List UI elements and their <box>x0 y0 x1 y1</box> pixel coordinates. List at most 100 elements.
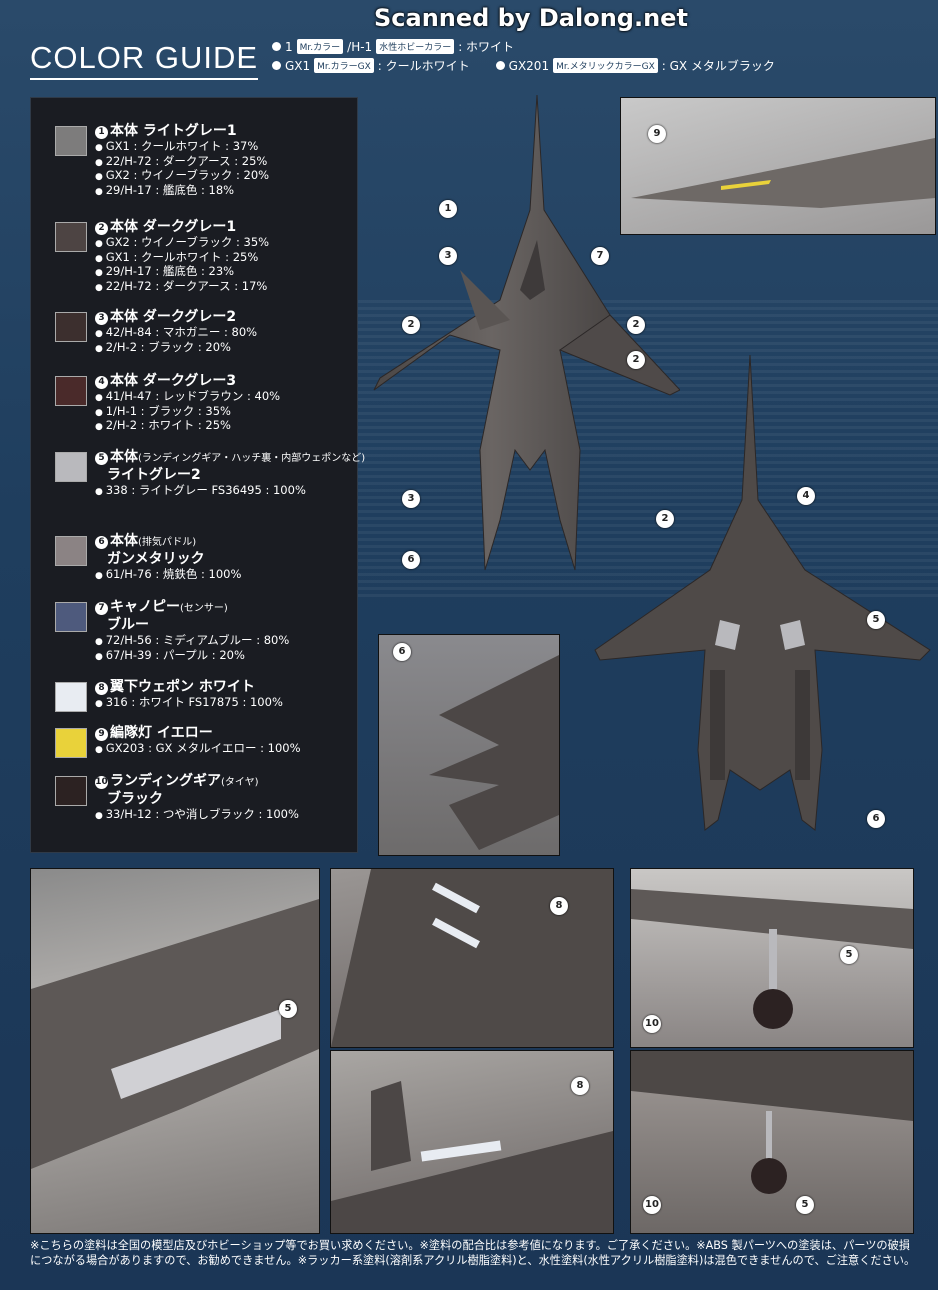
callout-1: 1 <box>439 200 457 218</box>
color-subnote: (排気パドル) <box>138 537 197 548</box>
color-swatch <box>55 222 87 252</box>
color-recipe-line: ● 22/H-72 : ダークアース : 25% <box>95 153 267 169</box>
bullet-icon: ● <box>95 143 106 153</box>
legend-code: GX201 <box>508 58 550 73</box>
callout-9: 9 <box>648 125 666 143</box>
color-number: 10 <box>95 776 108 789</box>
callout-4: 4 <box>797 487 815 505</box>
callout-2: 2 <box>627 316 645 334</box>
legend-tag: Mr.カラーGX <box>314 58 374 73</box>
color-recipe-line: ● GX2 : ウイノーブラック : 35% <box>95 234 269 250</box>
color-recipe-line: ● GX203 : GX メタルイエロー : 100% <box>95 740 301 756</box>
legend-text: : ホワイト <box>458 40 515 54</box>
photo-bay-open <box>30 868 320 1234</box>
color-swatch <box>55 682 87 712</box>
color-title-line2: ライトグレー2 <box>107 467 201 483</box>
photo-exhaust-paddles <box>378 634 560 856</box>
color-recipe-line: ● 29/H-17 : 艦底色 : 23% <box>95 263 234 279</box>
bay2-drawing <box>331 1081 613 1233</box>
callout-8: 8 <box>550 897 568 915</box>
callout-3: 3 <box>402 490 420 508</box>
color-number: 8 <box>95 682 108 695</box>
color-number: 5 <box>95 452 108 465</box>
bay-drawing <box>31 899 319 1169</box>
color-title-text: キャノピー <box>110 599 180 615</box>
legend-text: : クールホワイト <box>377 59 470 73</box>
photo-wing-weapons <box>330 868 614 1048</box>
recipe-text: GX2 : ウイノーブラック : 35% <box>105 235 270 249</box>
color-swatch <box>55 602 87 632</box>
callout-5: 5 <box>796 1196 814 1214</box>
recipe-text: 2/H-2 : ホワイト : 25% <box>105 418 231 432</box>
color-recipe-line: ● 316 : ホワイト FS17875 : 100% <box>95 694 283 710</box>
bullet-icon: ● <box>95 393 106 403</box>
page-title: COLOR GUIDE <box>30 40 259 75</box>
bullet-icon: ● <box>95 186 106 197</box>
recipe-text: 67/H-39 : パープル : 20% <box>105 647 245 662</box>
title-underline <box>30 78 258 80</box>
callout-6: 6 <box>393 643 411 661</box>
footer-note: ※こちらの塗料は全国の模型店及びホビーショップ等でお買い求めください。※塗料の配… <box>30 1239 916 1267</box>
recipe-text: 61/H-76 : 焼鉄色 : 100% <box>105 567 242 581</box>
callout-6: 6 <box>867 810 885 828</box>
color-recipe-line: ● GX2 : ウイノーブラック : 20% <box>95 167 269 183</box>
color-title-line2: ブルー <box>107 617 149 633</box>
callout-6: 6 <box>402 551 420 569</box>
color-recipe-line: ● 1/H-1 : ブラック : 35% <box>95 403 231 419</box>
bullet-icon <box>495 61 505 70</box>
color-recipe-line: ● 29/H-17 : 艦底色 : 18% <box>95 182 234 198</box>
callout-10: 10 <box>643 1015 661 1033</box>
color-number: 2 <box>95 222 108 235</box>
color-title-text: 本体 ライトグレー1 <box>110 123 237 139</box>
scan-watermark: Scanned by Dalong.net <box>374 4 688 32</box>
callout-5: 5 <box>867 611 885 629</box>
color-subnote: (タイヤ) <box>221 777 259 788</box>
color-swatch <box>55 376 87 406</box>
legend-text: : GX メタルブラック <box>661 59 775 73</box>
bullet-icon: ● <box>95 329 106 339</box>
color-recipe-line: ● 42/H-84 : マホガニー : 80% <box>95 324 257 340</box>
color-recipe-line: ● 72/H-56 : ミディアムブルー : 80% <box>95 632 289 648</box>
legend-line-2: GX1 Mr.カラーGX : クールホワイト GX201 Mr.メタリックカラー… <box>272 57 775 74</box>
color-number: 4 <box>95 376 108 389</box>
color-recipe-line: ● 338 : ライトグレー FS36495 : 100% <box>95 482 306 498</box>
recipe-text: 2/H-2 : ブラック : 20% <box>105 339 231 354</box>
color-number: 3 <box>95 312 108 325</box>
bullet-icon: ● <box>95 487 106 497</box>
color-recipe-line: ● 2/H-2 : ホワイト : 25% <box>95 417 231 433</box>
callout-8: 8 <box>571 1077 589 1095</box>
color-title-text: 編隊灯 イエロー <box>110 725 213 741</box>
bullet-icon: ● <box>95 699 106 709</box>
color-recipe-line: ● GX1 : クールホワイト : 25% <box>95 249 258 265</box>
bullet-icon: ● <box>95 651 106 662</box>
legend-sep: /H-1 <box>347 39 373 54</box>
callout-2: 2 <box>402 316 420 334</box>
legend-code: 1 <box>285 39 293 54</box>
photo-landing-gear-side <box>630 868 914 1048</box>
color-recipe-line: ● GX1 : クールホワイト : 37% <box>95 138 258 154</box>
recipe-text: 33/H-12 : つや消しブラック : 100% <box>105 807 299 821</box>
callout-10: 10 <box>643 1196 661 1214</box>
bullet-icon: ● <box>95 637 106 647</box>
color-number: 6 <box>95 536 108 549</box>
color-title-text: 本体 ダークグレー1 <box>110 219 237 235</box>
bullet-icon: ● <box>95 253 106 264</box>
callout-7: 7 <box>591 247 609 265</box>
bullet-icon: ● <box>95 268 106 278</box>
color-title-text: 本体 <box>110 533 138 549</box>
photo-nose-light <box>620 97 936 235</box>
legend-code: GX1 <box>285 58 311 73</box>
color-recipe-line: ● 61/H-76 : 焼鉄色 : 100% <box>95 566 241 582</box>
recipe-text: 41/H-47 : レッドブラウン : 40% <box>105 389 281 403</box>
aircraft-top-view <box>373 94 680 571</box>
color-recipe-line: ● 2/H-2 : ブラック : 20% <box>95 339 231 355</box>
bullet-icon <box>272 61 281 70</box>
recipe-text: GX203 : GX メタルイエロー : 100% <box>105 741 301 755</box>
color-swatch <box>55 312 87 342</box>
color-swatch <box>55 536 87 566</box>
